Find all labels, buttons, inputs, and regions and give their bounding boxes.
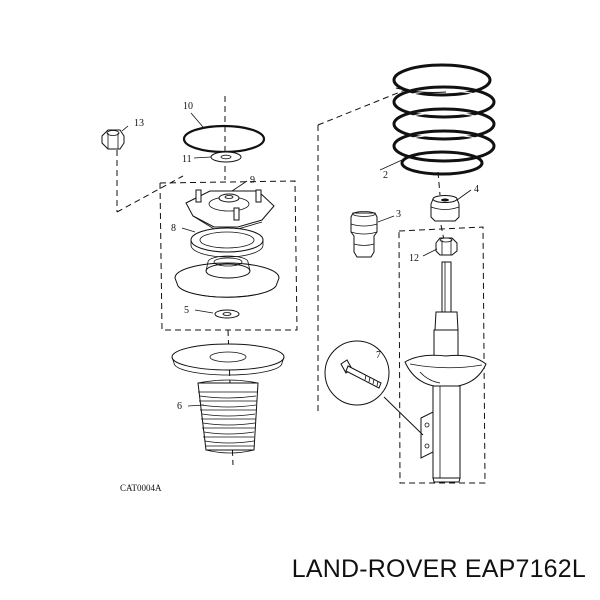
callout-13: 13 — [134, 118, 144, 129]
strut-nut-part-12 — [435, 237, 458, 256]
shock-absorber-strut — [404, 261, 487, 483]
leader-lines — [121, 112, 472, 407]
flange-nut-part-13 — [101, 129, 125, 150]
top-mount-plate-part-9 — [185, 189, 275, 230]
callout-9: 9 — [250, 175, 255, 186]
callout-12: 12 — [409, 253, 419, 264]
dust-boot-part-6 — [171, 343, 285, 454]
bump-stop-part-3 — [350, 211, 378, 258]
callout-6: 6 — [177, 401, 182, 412]
callout-10: 10 — [183, 101, 193, 112]
callout-4: 4 — [474, 184, 479, 195]
coil-spring-part-2 — [392, 63, 496, 176]
right-assembly-box — [398, 226, 486, 484]
callout-2: 2 — [383, 170, 388, 181]
callout-7: 7 — [376, 350, 381, 361]
bearing-ring-part-8 — [190, 227, 264, 258]
callout-5: 5 — [184, 305, 189, 316]
spring-seat — [174, 255, 280, 298]
callout-3: 3 — [396, 209, 401, 220]
callout-labels: 13 10 11 9 8 5 6 2 3 4 12 7 — [134, 101, 479, 412]
bolt-part-7 — [324, 340, 424, 436]
washer-part-11 — [210, 151, 242, 163]
bump-stop-cap-part-4 — [430, 195, 460, 222]
left-assembly-box — [159, 180, 298, 331]
part-caption: LAND-ROVER EAP7162L — [291, 555, 586, 583]
washer-part-5 — [214, 309, 240, 319]
callout-8: 8 — [171, 223, 176, 234]
catalog-code: CAT0004A — [120, 483, 162, 493]
o-ring-part-10 — [182, 124, 266, 154]
callout-11: 11 — [182, 154, 192, 165]
